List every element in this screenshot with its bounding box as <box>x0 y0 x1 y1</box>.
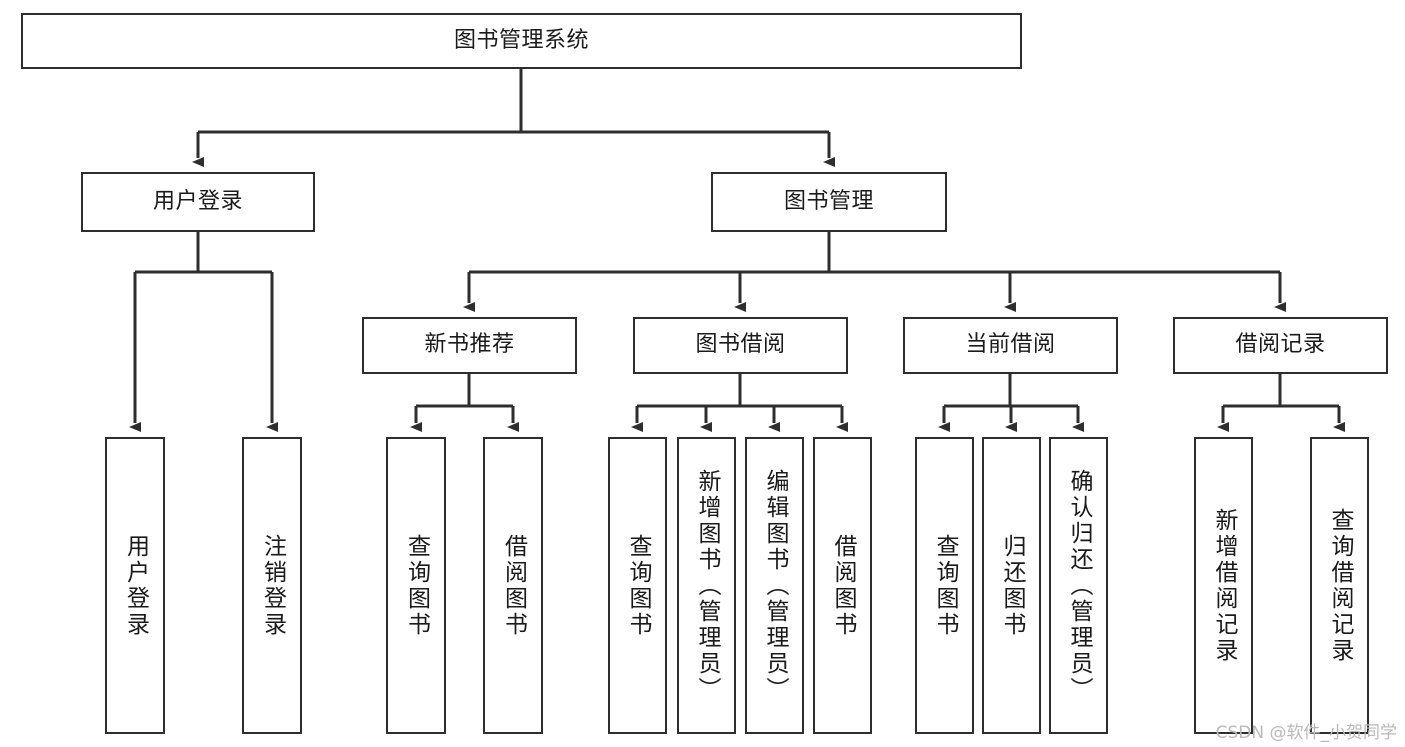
node-leaf-user-login-label: 用户登录 <box>122 533 149 638</box>
node-leaf-edit-book[interactable]: 编辑图书（管理员） <box>745 437 804 734</box>
node-leaf-logout[interactable]: 注销登录 <box>242 437 302 734</box>
node-leaf-borrow-book-2-label: 借阅图书 <box>830 533 856 638</box>
node-leaf-query-book-1[interactable]: 查询图书 <box>386 437 446 734</box>
node-book-borrow-label: 图书借阅 <box>695 332 786 358</box>
node-leaf-user-login[interactable]: 用户登录 <box>105 437 165 734</box>
node-new-book-recommend-label: 新书推荐 <box>424 332 515 358</box>
node-root-label: 图书管理系统 <box>453 27 589 53</box>
node-leaf-return-book[interactable]: 归还图书 <box>982 437 1041 734</box>
node-user-login[interactable]: 用户登录 <box>81 172 315 232</box>
csdn-watermark: CSDN @软件_小贺同学 <box>1215 723 1397 743</box>
node-root[interactable]: 图书管理系统 <box>21 13 1022 69</box>
node-leaf-borrow-book-2[interactable]: 借阅图书 <box>813 437 872 734</box>
node-leaf-add-record-label: 新增借阅记录 <box>1211 507 1237 664</box>
node-borrow-record[interactable]: 借阅记录 <box>1173 317 1388 374</box>
node-user-login-label: 用户登录 <box>152 188 243 214</box>
node-book-borrow[interactable]: 图书借阅 <box>633 317 848 374</box>
node-borrow-record-label: 借阅记录 <box>1235 332 1326 358</box>
node-leaf-borrow-book-1[interactable]: 借阅图书 <box>483 437 543 734</box>
node-leaf-add-record[interactable]: 新增借阅记录 <box>1194 437 1253 734</box>
node-leaf-query-record[interactable]: 查询借阅记录 <box>1310 437 1369 734</box>
node-new-book-recommend[interactable]: 新书推荐 <box>362 317 577 374</box>
node-leaf-query-record-label: 查询借阅记录 <box>1327 507 1353 664</box>
node-leaf-query-book-2-label: 查询图书 <box>625 533 651 638</box>
node-current-borrow-label: 当前借阅 <box>965 332 1056 358</box>
node-leaf-query-book-3-label: 查询图书 <box>932 533 958 638</box>
node-leaf-confirm-return[interactable]: 确认归还（管理员） <box>1049 437 1108 734</box>
node-leaf-confirm-return-label: 确认归还（管理员） <box>1066 468 1092 703</box>
node-leaf-logout-label: 注销登录 <box>259 533 286 638</box>
node-leaf-query-book-3[interactable]: 查询图书 <box>915 437 974 734</box>
node-leaf-return-book-label: 归还图书 <box>999 533 1025 638</box>
node-leaf-edit-book-label: 编辑图书（管理员） <box>762 468 788 703</box>
node-leaf-add-book-label: 新增图书（管理员） <box>694 468 720 703</box>
node-book-manage[interactable]: 图书管理 <box>711 172 947 232</box>
node-book-manage-label: 图书管理 <box>783 188 874 214</box>
node-leaf-query-book-1-label: 查询图书 <box>403 533 430 638</box>
node-leaf-borrow-book-1-label: 借阅图书 <box>500 533 527 638</box>
node-leaf-query-book-2[interactable]: 查询图书 <box>608 437 667 734</box>
node-current-borrow[interactable]: 当前借阅 <box>903 317 1118 374</box>
node-leaf-add-book[interactable]: 新增图书（管理员） <box>677 437 736 734</box>
